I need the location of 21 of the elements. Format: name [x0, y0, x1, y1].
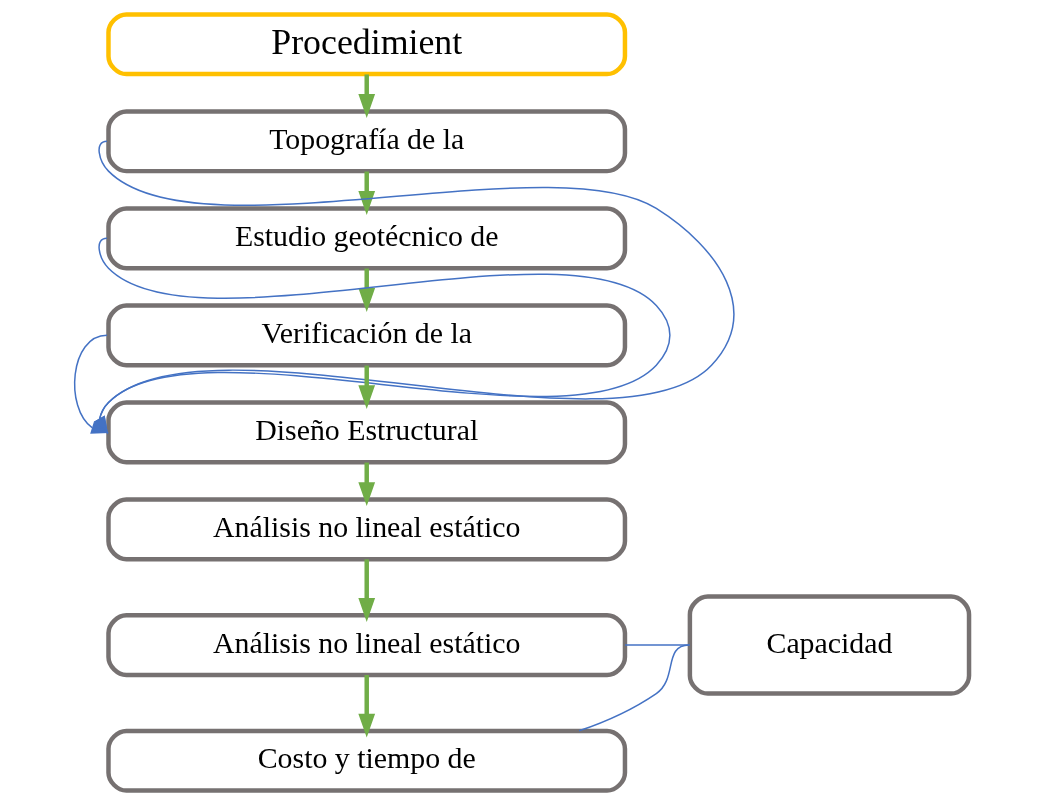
arrow [73, 334, 110, 434]
node-box: Capacidad [687, 594, 972, 696]
arrow [358, 462, 376, 507]
connector [578, 644, 690, 732]
node-box: Estudio geotécnico de [106, 206, 628, 271]
node-box: Análisis no lineal estático [106, 612, 628, 678]
node-box: Topografía de la [106, 109, 628, 174]
arrow [358, 675, 376, 738]
arrow [358, 171, 376, 216]
node-box: Diseño Estructural [106, 400, 628, 465]
arrow [358, 365, 376, 410]
arrow [358, 268, 376, 313]
connector [624, 644, 691, 646]
node-box: Verificación de la [106, 303, 628, 368]
arrow [358, 74, 376, 118]
node-box: Análisis no lineal estático [106, 497, 628, 562]
arrow [358, 559, 376, 622]
arrow [93, 140, 735, 435]
node-box: Costo y tiempo de [106, 728, 628, 793]
node-box: Procedimient [106, 12, 628, 77]
arrow [93, 237, 671, 435]
